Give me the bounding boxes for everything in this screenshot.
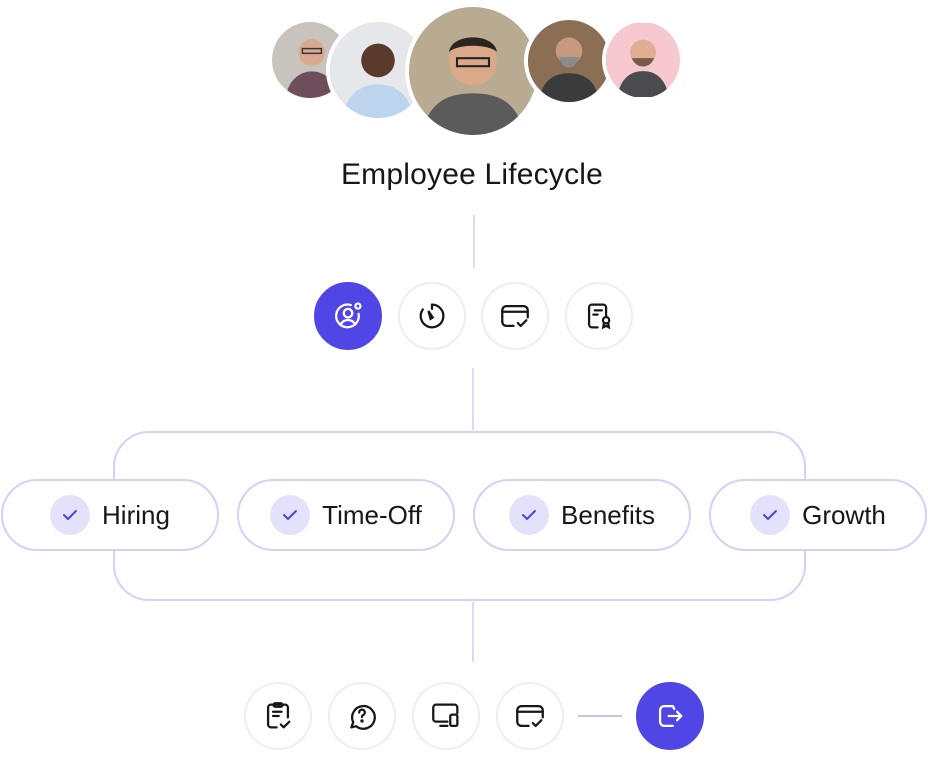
certificate-icon bbox=[587, 303, 611, 330]
timer-icon bbox=[419, 303, 445, 329]
card-check-button[interactable] bbox=[481, 282, 549, 350]
card-check-icon bbox=[501, 304, 529, 328]
check-icon bbox=[50, 495, 91, 535]
devices-button[interactable] bbox=[412, 682, 480, 750]
user-settings-button[interactable] bbox=[314, 282, 382, 350]
stage-time-off[interactable]: Time-Off bbox=[237, 479, 455, 551]
avatar bbox=[524, 16, 614, 106]
stage-benefits[interactable]: Benefits bbox=[473, 479, 691, 551]
help-chat-icon bbox=[350, 704, 376, 730]
card-check-button[interactable] bbox=[496, 682, 564, 750]
check-icon bbox=[270, 495, 311, 535]
timer-button[interactable] bbox=[398, 282, 466, 350]
card-check-icon bbox=[516, 704, 544, 728]
stage-label: Hiring bbox=[102, 499, 170, 530]
avatar bbox=[405, 3, 541, 139]
check-icon bbox=[750, 495, 791, 535]
user-settings-icon bbox=[335, 302, 362, 329]
stage-label: Growth bbox=[802, 499, 886, 530]
stage-label: Time-Off bbox=[322, 499, 422, 530]
connector-line bbox=[472, 602, 474, 662]
stage-hiring[interactable]: Hiring bbox=[1, 479, 219, 551]
clipboard-check-icon bbox=[266, 702, 291, 729]
stage-growth[interactable]: Growth bbox=[709, 479, 927, 551]
exit-icon bbox=[658, 704, 683, 728]
clipboard-check-button[interactable] bbox=[244, 682, 312, 750]
connector-line bbox=[472, 368, 474, 430]
devices-icon bbox=[432, 703, 459, 728]
stage-label: Benefits bbox=[561, 499, 655, 530]
avatar bbox=[602, 18, 684, 102]
connector-line bbox=[578, 715, 622, 717]
check-icon bbox=[509, 495, 550, 535]
page-title: Employee Lifecycle bbox=[340, 158, 604, 191]
help-button[interactable] bbox=[328, 682, 396, 750]
connector-line bbox=[473, 215, 475, 268]
certificate-button[interactable] bbox=[565, 282, 633, 350]
exit-button[interactable] bbox=[636, 682, 704, 750]
